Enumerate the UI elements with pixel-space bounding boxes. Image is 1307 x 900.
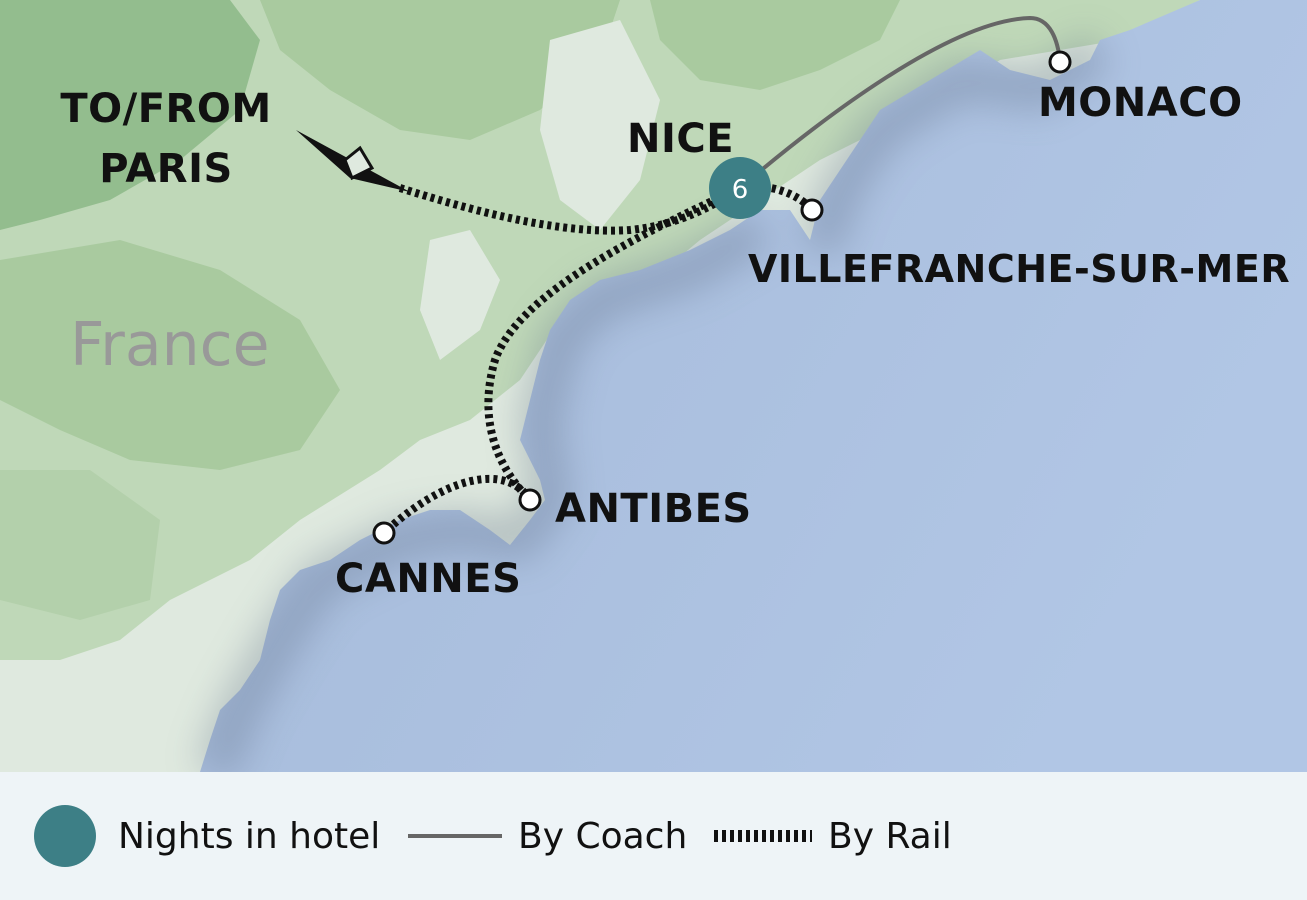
label-to-from-paris-line2: PARIS — [99, 146, 233, 192]
terrain-dark — [0, 470, 160, 620]
map-legend: Nights in hotel By Coach By Rail — [0, 772, 1307, 900]
terrain-light — [540, 20, 660, 230]
label-monaco: MONACO — [1038, 80, 1243, 126]
label-to-from-paris-line1: TO/FROM — [60, 86, 271, 132]
legend-coach-label: By Coach — [518, 815, 688, 857]
terrain-mid — [0, 0, 1200, 660]
nice-nights-count: 6 — [732, 175, 749, 205]
country-label-france: France — [70, 310, 270, 380]
coach-line-swatch-icon — [408, 834, 502, 838]
antibes-marker — [518, 488, 542, 512]
legend-coach: By Coach — [408, 772, 687, 900]
nice-hotel-marker — [709, 157, 771, 219]
monaco-marker — [1048, 50, 1072, 74]
mediterranean-sea — [200, 0, 1307, 772]
legend-nights: Nights in hotel — [34, 772, 380, 900]
legend-nights-label: Nights in hotel — [118, 815, 381, 857]
cannes-marker — [372, 521, 396, 545]
hotel-nights-swatch-icon — [34, 805, 96, 867]
label-villefranche: VILLEFRANCHE-SUR-MER — [748, 247, 1290, 291]
terrain-dark — [650, 0, 900, 90]
terrain-dark — [260, 0, 620, 140]
paris-arrow-icon — [296, 130, 410, 192]
terrain-light — [420, 230, 500, 360]
map-canvas: 6 France TO/FROM PARIS NICE MONACO VILLE… — [0, 0, 1307, 772]
label-antibes: ANTIBES — [555, 486, 752, 532]
legend-rail-label: By Rail — [828, 815, 952, 857]
label-nice: NICE — [627, 116, 734, 162]
rail-line-swatch-icon — [714, 830, 812, 842]
rail-route-paris — [398, 184, 743, 235]
coach-route — [738, 15, 1062, 190]
villefranche-marker — [800, 198, 824, 222]
coast-shading — [196, 33, 1112, 772]
route-map: 6 France TO/FROM PARIS NICE MONACO VILLE… — [0, 0, 1307, 772]
label-cannes: CANNES — [335, 556, 521, 602]
legend-rail: By Rail — [714, 772, 952, 900]
terrain-dark — [0, 240, 340, 470]
terrain-dark — [0, 0, 260, 230]
